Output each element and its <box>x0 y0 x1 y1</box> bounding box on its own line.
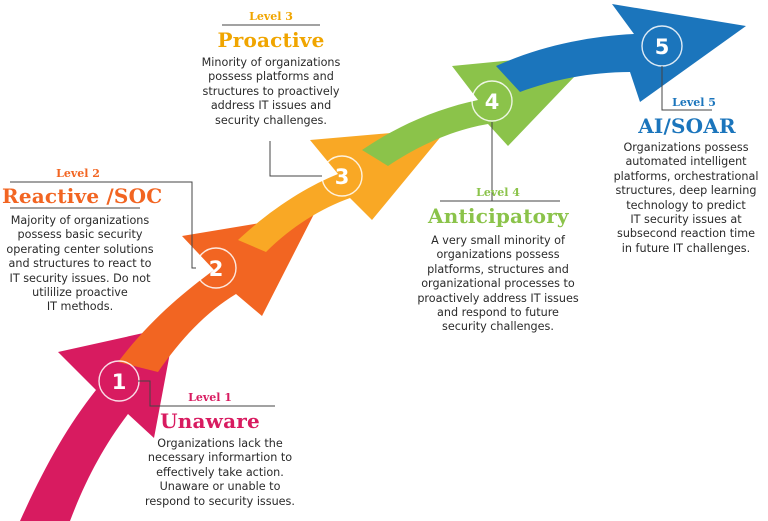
level-2-desc-line: utililize proactive <box>32 286 128 300</box>
level-3-title: Proactive <box>217 28 325 52</box>
arrow-level-5 <box>496 4 746 102</box>
level-1-title: Unaware <box>160 409 260 433</box>
level-5-desc-line: IT security issues at <box>630 213 742 227</box>
level-3-description: Minority of organizations possess platfo… <box>192 56 350 128</box>
level-3-desc-line: structures to proactively <box>202 84 340 98</box>
level-4-desc-line: platforms, structures and <box>427 262 569 276</box>
arrow-level-1 <box>20 326 175 521</box>
level-4-desc-line: security challenges. <box>442 320 554 334</box>
level-3-desc-line: security challenges. <box>215 113 327 127</box>
level-1-desc-line: Organizations lack the <box>157 437 283 450</box>
step-number-2: 2 <box>209 257 224 281</box>
level-4-title: Anticipatory <box>428 204 569 228</box>
level-3-desc-line: address IT issues and <box>210 99 332 113</box>
arrow-level-2 <box>118 214 314 372</box>
level-1-desc-line: effectively take action. <box>156 465 284 479</box>
level-4-label: Level 4 <box>476 186 520 199</box>
level-3-label: Level 3 <box>249 10 293 23</box>
level-2-desc-line: possess basic security <box>17 228 143 242</box>
level-5-desc-line: platforms, orchestrational <box>613 169 759 183</box>
level-4-desc-line: A very small minority of <box>431 234 565 247</box>
level-3-desc-line: possess platforms and <box>208 70 334 84</box>
level-2-desc-line: Majority of organizations <box>10 214 150 227</box>
level-3-desc-line: Minority of organizations <box>201 56 341 69</box>
level-1-description: Organizations lack the necessary informa… <box>140 437 300 509</box>
connector-level-2 <box>10 181 196 269</box>
connector-lines <box>10 24 712 407</box>
level-5-description: Organizations possess automated intellig… <box>604 141 768 256</box>
level-4-desc-line: organizations possess <box>436 248 560 262</box>
step-number-5: 5 <box>655 35 670 59</box>
level-2-desc-line: IT methods. <box>46 300 114 314</box>
step-marker-4: 4 <box>471 80 513 122</box>
level-2-desc-line: and structures to react to <box>8 257 152 271</box>
connector-level-5 <box>661 66 712 111</box>
step-number-1: 1 <box>112 370 127 394</box>
level-2-desc-line: IT security issues. Do not <box>9 271 151 285</box>
level-1-label: Level 1 <box>188 391 232 404</box>
level-5-desc-line: automated intelligent <box>625 155 747 169</box>
level-4-desc-line: and respond to future <box>437 306 559 320</box>
level-4-description: A very small minority of organizations p… <box>412 234 584 335</box>
step-number-3: 3 <box>335 165 350 189</box>
level-1-desc-line: respond to security issues. <box>145 494 295 508</box>
level-5-desc-line: subsecond reaction time <box>617 227 755 241</box>
level-5-desc-line: structures, deep learning <box>615 184 757 198</box>
level-4-desc-line: organizational processes to <box>421 277 575 291</box>
level-5-desc-line: Organizations possess <box>623 141 749 154</box>
connector-level-3 <box>269 141 322 177</box>
level-2-description: Majority of organizations possess basic … <box>0 214 160 315</box>
step-number-4: 4 <box>485 90 500 114</box>
level-2-desc-line: operating center solutions <box>6 242 154 256</box>
level-1-desc-line: necessary informartion to <box>147 451 293 465</box>
level-2-title: Reactive /SOC <box>2 184 163 208</box>
level-2-label: Level 2 <box>56 167 100 180</box>
level-5-desc-line: technology to predict <box>626 198 746 212</box>
level-4-desc-line: proactively address IT issues <box>417 291 579 305</box>
level-5-title: AI/SOAR <box>638 114 736 138</box>
level-5-desc-line: in future IT challenges. <box>621 241 751 255</box>
connector-level-1 <box>138 380 275 407</box>
level-5-label: Level 5 <box>672 96 716 109</box>
level-1-desc-line: Unaware or unable to <box>159 480 281 494</box>
